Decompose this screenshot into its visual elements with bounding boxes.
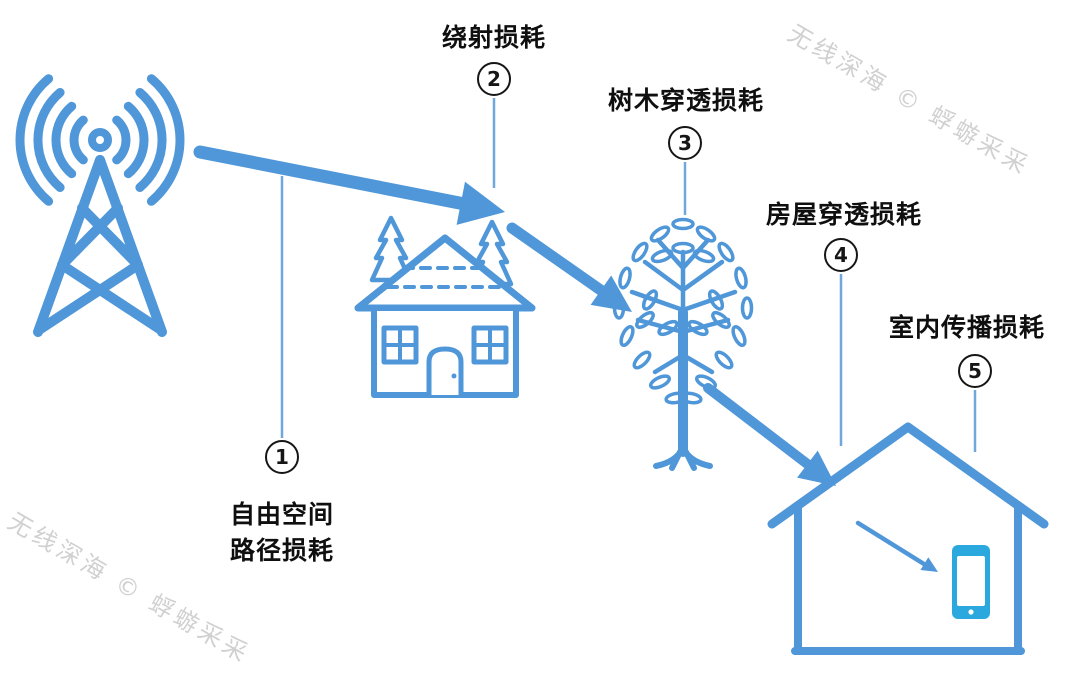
door-icon	[426, 346, 464, 398]
house-penetration-arrow	[703, 383, 836, 486]
label-diffraction-loss: 绕射损耗	[441, 23, 546, 52]
indoor-arrow	[855, 520, 938, 572]
callout-number-3: 3	[668, 126, 702, 160]
label-free-space-line2: 路径损耗	[229, 536, 334, 566]
callout-number-5: 5	[958, 354, 992, 388]
label-house-penetration-loss: 房屋穿透损耗	[765, 200, 922, 229]
indoor-house-walls	[791, 501, 1025, 655]
house-icon	[354, 215, 536, 398]
tower-mast	[33, 155, 167, 337]
tree-icon	[612, 217, 754, 471]
free-space-arrow	[193, 145, 505, 225]
signal-waves-icon	[15, 74, 185, 206]
label-indoor-propagation-loss: 室内传播损耗	[888, 313, 1045, 342]
label-free-space-loss: 自由空间 路径损耗	[182, 497, 382, 570]
door-handle	[451, 373, 457, 379]
window-left-mullion	[382, 326, 418, 364]
tree-roots	[653, 445, 713, 471]
callout-number-4: 4	[824, 238, 858, 272]
label-free-space-line1: 自由空间	[229, 500, 334, 529]
callout-number-2-digit: 2	[487, 67, 501, 91]
callout-number-1-digit: 1	[275, 445, 289, 469]
radio-tower-icon	[15, 74, 185, 337]
callout-number-5-digit: 5	[968, 359, 982, 383]
callout-number-3-digit: 3	[678, 131, 692, 155]
diffraction-arrow	[506, 222, 632, 312]
tree-leaves	[612, 217, 754, 405]
window-right-mullion	[472, 326, 508, 364]
indoor-house-roof	[767, 422, 1049, 529]
callout-number-4-digit: 4	[834, 243, 848, 267]
smartphone-icon	[952, 545, 990, 619]
callout-number-2: 2	[477, 62, 511, 96]
callout-number-1: 1	[265, 440, 299, 474]
label-tree-penetration-loss: 树木穿透损耗	[607, 86, 764, 115]
indoor-house-icon	[767, 422, 1049, 655]
